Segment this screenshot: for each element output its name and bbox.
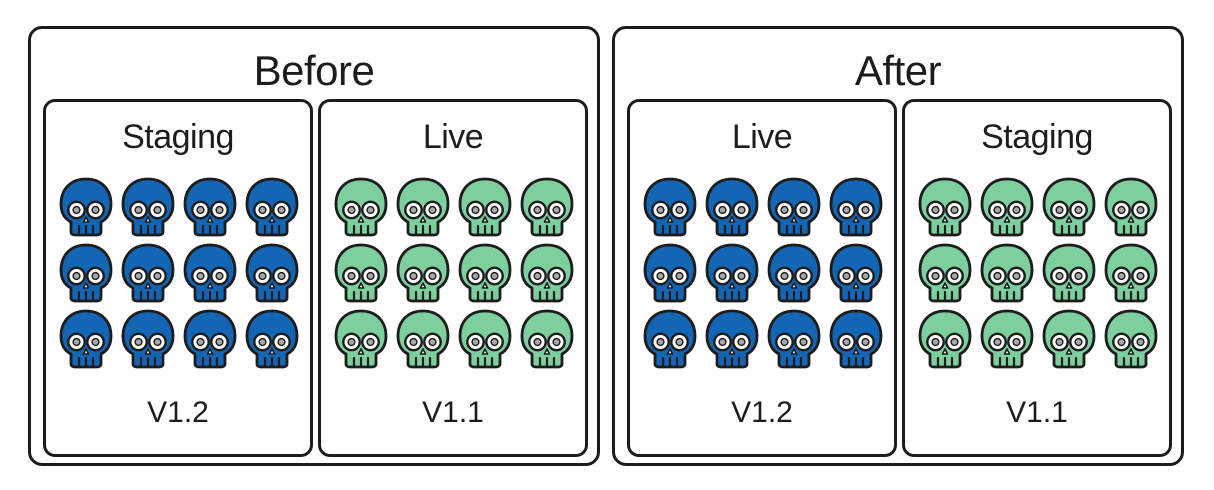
environment-label: Staging [122, 118, 234, 156]
skull-icon [245, 243, 299, 303]
skull-icon [980, 177, 1034, 237]
skull-icon [1104, 309, 1158, 369]
skull-icon [918, 177, 972, 237]
version-label: V1.1 [1006, 396, 1068, 429]
skull-icon [396, 177, 450, 237]
skull-icon [396, 243, 450, 303]
skull-icon [767, 243, 821, 303]
version-label: V1.2 [147, 396, 209, 429]
skull-icon [245, 177, 299, 237]
skull-icon [767, 309, 821, 369]
skull-icon [183, 177, 237, 237]
skull-icon [1042, 309, 1096, 369]
skull-icon [980, 309, 1034, 369]
skull-icon [918, 309, 972, 369]
skull-icon [458, 177, 512, 237]
environment-box-staging: Staging V1.1 [902, 99, 1172, 457]
skull-icon [918, 243, 972, 303]
skull-icon [705, 177, 759, 237]
skull-icon [334, 177, 388, 237]
skull-icon [829, 309, 883, 369]
skull-icon [767, 177, 821, 237]
skull-icon [520, 309, 574, 369]
skull-icon [1104, 243, 1158, 303]
skull-icon [1104, 177, 1158, 237]
skull-icon [1042, 243, 1096, 303]
skull-icon [334, 243, 388, 303]
environment-box-staging: Staging V1.2 [43, 99, 313, 457]
environment-label: Staging [981, 118, 1093, 156]
skull-icon [121, 177, 175, 237]
panel-title: After [854, 47, 942, 94]
skull-icon [121, 243, 175, 303]
skull-icon [183, 309, 237, 369]
skull-icon [183, 243, 237, 303]
skull-icon [829, 177, 883, 237]
skull-icon [458, 309, 512, 369]
skull-icon [59, 177, 113, 237]
panel-title: Before [253, 47, 375, 94]
skull-icon [1042, 177, 1096, 237]
environment-box-live: Live V1.1 [318, 99, 588, 457]
skull-icon [520, 243, 574, 303]
skull-icon [980, 243, 1034, 303]
skull-icon [705, 309, 759, 369]
skull-icon [829, 243, 883, 303]
panel-before: Before Staging V1.2 Live V1.1 [28, 26, 600, 466]
panel-after: After Live V1.2 Staging V1.1 [612, 26, 1184, 466]
skull-icon [458, 243, 512, 303]
skull-icon [643, 309, 697, 369]
skull-icon [643, 177, 697, 237]
pod-grid [332, 176, 578, 370]
skull-icon [59, 243, 113, 303]
environment-box-live: Live V1.2 [627, 99, 897, 457]
pod-grid [641, 176, 887, 370]
pod-grid [57, 176, 303, 370]
skull-icon [643, 243, 697, 303]
environment-label: Live [422, 118, 484, 156]
skull-icon [334, 309, 388, 369]
pod-grid [916, 176, 1162, 370]
skull-icon [59, 309, 113, 369]
version-label: V1.2 [731, 396, 793, 429]
skull-icon [245, 309, 299, 369]
skull-icon [396, 309, 450, 369]
skull-icon [705, 243, 759, 303]
environment-label: Live [731, 118, 793, 156]
skull-icon [121, 309, 175, 369]
version-label: V1.1 [422, 396, 484, 429]
skull-icon [520, 177, 574, 237]
